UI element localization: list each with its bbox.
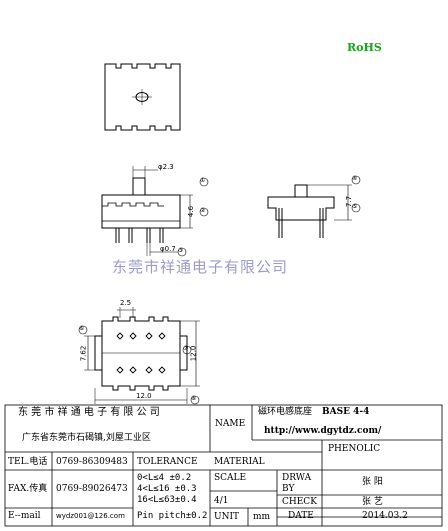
unit-value: mm — [253, 512, 271, 522]
balloon-3: ③ — [178, 247, 184, 254]
drawn-label-line1: DRWA — [282, 473, 312, 483]
balloon-1: ① — [200, 177, 206, 184]
front-view-drawing — [101, 166, 209, 257]
company-address: 广东省东莞市石碣镇,刘屋工业区 — [22, 433, 151, 443]
balloon-8: ⑧ — [191, 395, 197, 402]
drawn-label-line2: BY — [282, 484, 295, 494]
balloon-7: ⑦ — [183, 345, 189, 352]
material-value: PHENOLIC — [328, 444, 381, 454]
product-model: BASE 4-4 — [322, 407, 370, 417]
drawn-value: 张 阳 — [362, 477, 383, 487]
unit-label: UNIT — [214, 512, 240, 522]
tolerance-row-1: 0<L≤4 ±0.2 — [137, 473, 192, 483]
website-url: http://www.dgytdz.com/ — [264, 426, 382, 436]
material-label: MATERIAL — [214, 457, 265, 467]
company-name: 东 莞 市 祥 通 电 子 有 限 公 司 — [18, 407, 160, 418]
dim-7-62: 7.62 — [79, 345, 88, 362]
check-label: CHECK — [282, 497, 317, 507]
date-value: 2014.03.2 — [362, 511, 408, 521]
tel-label: TEL.电话 — [8, 457, 48, 467]
fax-label: FAX.传真 — [8, 484, 48, 494]
top-view-drawing — [104, 63, 181, 131]
balloon-2: ② — [200, 207, 206, 214]
title-block-grid — [4, 404, 443, 527]
tel-value: 0769-86309483 — [56, 457, 128, 467]
check-value: 张 艺 — [362, 497, 383, 507]
email-value: wydz001@126.com — [56, 512, 125, 520]
balloon-4: ④ — [352, 175, 358, 182]
tolerance-label: TOLERANCE — [137, 457, 198, 467]
email-label: E--mail — [8, 511, 41, 521]
bottom-view-drawing — [78, 307, 200, 405]
dim-phi-0-7: φ0.7 — [160, 245, 176, 253]
pin-pitch: Pin pitch±0.2 — [137, 511, 208, 521]
balloon-6: ⑥ — [79, 325, 85, 332]
tolerance-row-2: 4<L≤16 ±0.3 — [137, 484, 197, 494]
dim-4-6: 4.6 — [187, 205, 196, 218]
fax-value: 0769-89026473 — [56, 484, 128, 494]
tolerance-row-3: 16<L≤63±0.4 — [137, 495, 197, 505]
date-label: DATE — [288, 511, 314, 521]
name-label: NAME — [215, 419, 246, 429]
dim-phi-2-3: φ2.3 — [158, 163, 174, 171]
watermark-company: 东莞市祥通电子有限公司 — [112, 258, 289, 276]
scale-value: 4/1 — [214, 496, 229, 506]
scale-label: SCALE — [214, 473, 247, 483]
dim-12-0-horizontal: 12.0 — [136, 392, 152, 400]
side-view-drawing — [267, 175, 361, 238]
rohs-label: RoHS — [347, 41, 382, 54]
balloon-5: ⑤ — [352, 203, 358, 210]
dim-2-5: 2.5 — [120, 299, 132, 307]
product-name: 磁环电感底座 — [258, 407, 313, 417]
dim-12-0-vertical: 12.0 — [189, 345, 198, 362]
